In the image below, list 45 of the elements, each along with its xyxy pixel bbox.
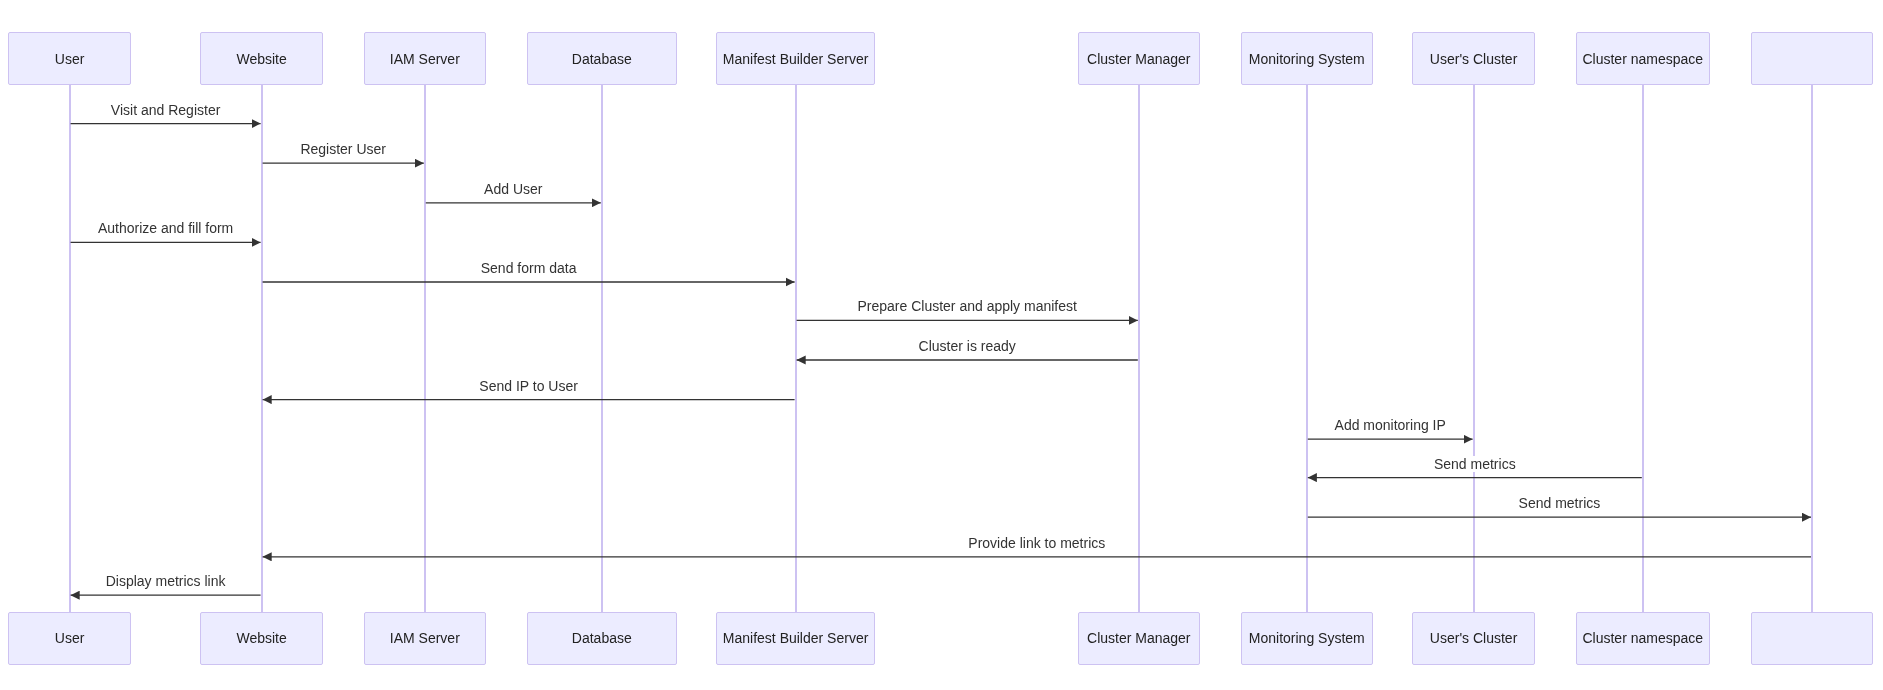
participant-box: Website <box>200 32 323 86</box>
lifeline <box>423 85 426 612</box>
participant-box: Manifest Builder Server <box>716 612 875 665</box>
lifeline <box>68 85 71 612</box>
participant-box: Database <box>526 612 677 665</box>
participant-box: Cluster namespace <box>1575 32 1710 86</box>
message-arrow <box>1307 473 1643 483</box>
lifeline <box>1305 85 1308 612</box>
message-arrow <box>795 315 1139 325</box>
edge-label: Visit and Register <box>107 101 224 118</box>
participant-box: User's Cluster <box>1412 32 1535 86</box>
message-arrow <box>795 355 1139 365</box>
participant-box: Monitoring System <box>1240 612 1373 665</box>
message-arrow <box>425 198 602 208</box>
message-arrow <box>69 119 262 129</box>
participant-box: IAM Server <box>363 32 486 86</box>
participant-box: Cluster namespace <box>1575 612 1710 665</box>
participant-box: IAM Server <box>363 612 486 665</box>
participant-box: Database <box>526 32 677 86</box>
participant-box: User <box>8 612 131 665</box>
message-arrow <box>1307 434 1474 444</box>
message-arrow <box>69 237 262 247</box>
message-arrow <box>261 158 425 168</box>
message-arrow <box>261 277 796 287</box>
lifeline <box>1641 85 1644 612</box>
participant-box: User's Cluster <box>1412 612 1535 665</box>
participant-box <box>1750 612 1874 665</box>
message-arrow <box>1307 512 1812 522</box>
lifeline <box>600 85 603 612</box>
participant-box <box>1750 32 1874 86</box>
lifeline <box>1137 85 1140 612</box>
edge-label: Add monitoring IP <box>1331 417 1449 434</box>
participant-box: Website <box>200 612 323 665</box>
message-arrow <box>261 395 796 405</box>
lifeline <box>1811 85 1813 612</box>
participant-box: Cluster Manager <box>1077 612 1200 665</box>
participant-box: Cluster Manager <box>1077 32 1200 86</box>
participant-box: User <box>8 32 131 86</box>
lifeline <box>794 85 797 612</box>
edge-label: Add User <box>481 180 546 197</box>
lifeline <box>260 85 263 612</box>
message-arrow <box>69 590 262 600</box>
participant-box: Manifest Builder Server <box>716 32 875 86</box>
message-arrow <box>261 552 1812 562</box>
participant-box: Monitoring System <box>1240 32 1373 86</box>
